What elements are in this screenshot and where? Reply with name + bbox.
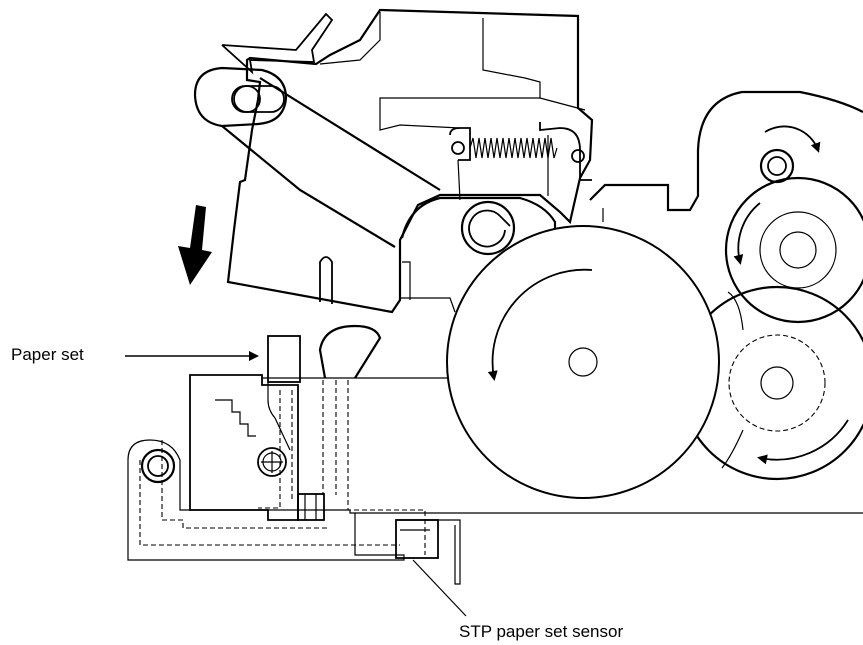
paper-set-lever [139, 324, 461, 585]
paper-set-label: Paper set [11, 345, 84, 364]
sensor-label: STP paper set sensor [459, 622, 624, 641]
print-head-assembly [193, 8, 594, 314]
sensor-leader [412, 559, 467, 617]
down-arrow-icon [178, 205, 212, 285]
annotations [125, 205, 467, 617]
roller-train [446, 90, 863, 499]
base-frame [127, 377, 863, 561]
